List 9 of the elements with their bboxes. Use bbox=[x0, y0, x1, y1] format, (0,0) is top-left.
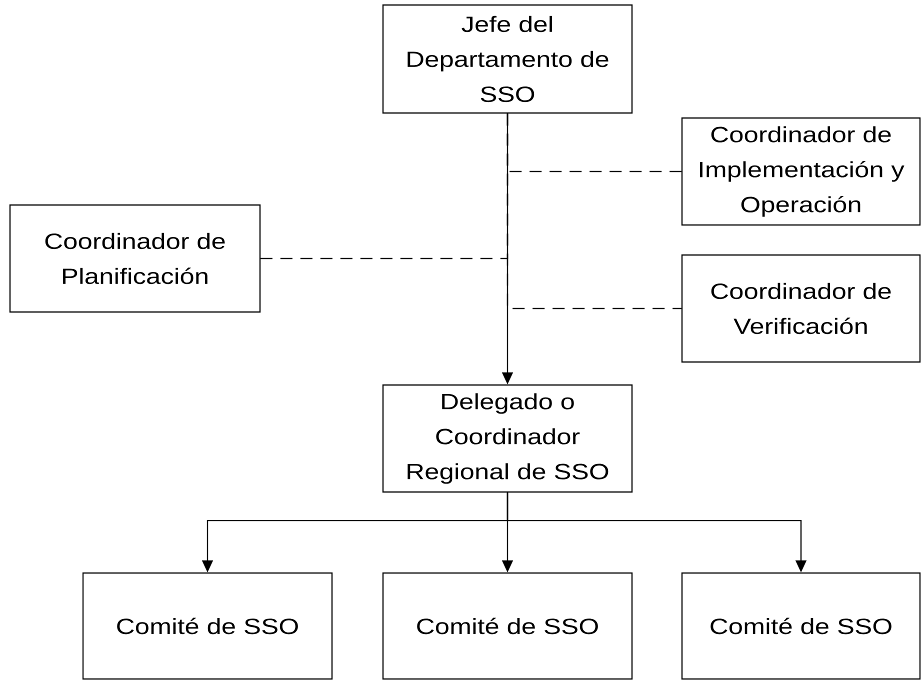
org-box: Coordinador de Implementación y Operación bbox=[681, 117, 921, 226]
org-box: Comité de SSO bbox=[82, 572, 333, 680]
org-box: Coordinador de Verificación bbox=[681, 254, 921, 363]
org-box: Delegado o Coordinador Regional de SSO bbox=[382, 384, 633, 493]
org-box: Coordinador de Planificación bbox=[9, 204, 261, 313]
org-box: Comité de SSO bbox=[382, 572, 633, 680]
org-box: Jefe del Departamento de SSO bbox=[382, 4, 633, 114]
org-box: Comité de SSO bbox=[681, 572, 921, 680]
connector bbox=[506, 114, 682, 310]
